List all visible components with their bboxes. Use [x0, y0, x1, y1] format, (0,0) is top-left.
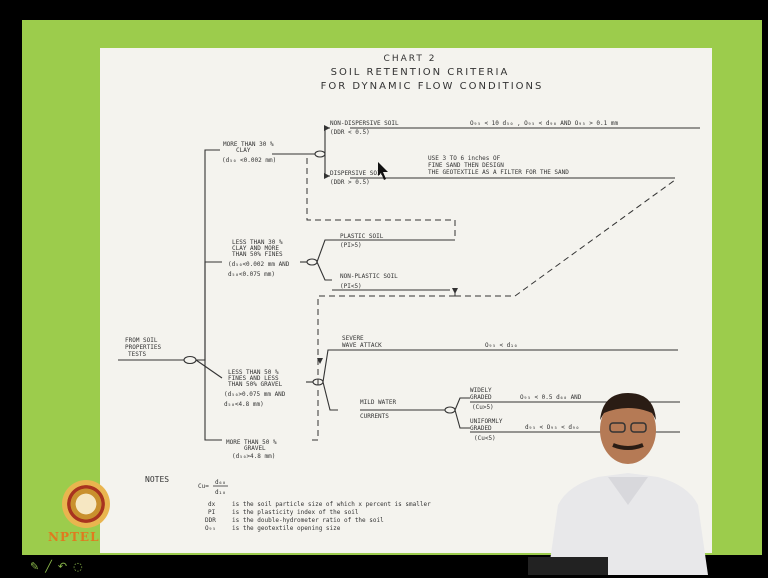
nondisp-label-2: (DDR < 0.5) [330, 129, 370, 136]
wave-label-1: SEVERE [342, 335, 364, 342]
note-1-text: is the soil particle size of which x per… [232, 501, 431, 508]
plastic-label-1: PLASTIC SOIL [340, 233, 384, 240]
uniform-criterion: d₉₅ < O₉₅ < d₉₀ [525, 424, 579, 431]
less50-label-1: LESS THAN 50 % [228, 369, 279, 376]
less30-label-1: LESS THAN 30 % [232, 239, 283, 246]
nptel-logo [62, 480, 110, 528]
nondisp-criterion: O₉₅ < 10 d₅₀ , O₉₅ < d₉₀ AND O₉₅ > 0.1 m… [470, 120, 618, 127]
chart-title-line2: SOIL RETENTION CRITERIA [331, 67, 510, 78]
less30-label-5: d₅₀<0.075 mm) [228, 271, 275, 278]
root-label-1: FROM SOIL [125, 337, 158, 344]
gravel-label-3: (d₅₀>4.8 mm) [232, 453, 275, 460]
uniform-label-1: UNIFORMLY [470, 418, 503, 425]
less30-label-2: CLAY AND MORE [232, 245, 279, 252]
mild-label-1: MILD WATER [360, 399, 397, 406]
widely-label-1: WIDELY [470, 387, 492, 394]
note-2-text: is the plasticity index of the soil [232, 509, 359, 516]
nptel-logo-text: NPTEL [48, 530, 100, 544]
disp-criterion-2: FINE SAND THEN DESIGN [428, 162, 504, 169]
gravel-label-1: MORE THAN 50 % [226, 439, 277, 446]
note-2-symbol: PI [208, 509, 216, 516]
less30-label-4: (d₅₀<0.002 mm AND [228, 261, 290, 268]
undo-icon[interactable]: ↶ [57, 560, 68, 573]
nonplastic-label-1: NON-PLASTIC SOIL [340, 273, 398, 280]
note-1-symbol: dx [208, 501, 216, 508]
clay-label-1: MORE THAN 30 % [223, 141, 274, 148]
disp-criterion-3: THE GEOTEXTILE AS A FILTER FOR THE SAND [428, 169, 569, 176]
less30-label-3: THAN 50% FINES [232, 251, 283, 258]
slash-icon[interactable]: ╱ [45, 560, 52, 573]
chart-title-line1: CHART 2 [384, 54, 437, 64]
note-3-symbol: DDR [205, 517, 216, 524]
disp-label-1: DISPERSIVE SOIL [330, 170, 385, 177]
widely-label-3: (Cu>5) [472, 404, 494, 411]
less50-label-2: FINES AND LESS [228, 375, 279, 382]
wave-criterion: O₉₅ < d₁₀ [485, 342, 518, 349]
notes-frac-bot: d₁₀ [215, 489, 226, 496]
annotation-toolbar: ✎ ╱ ↶ ◌ [30, 560, 83, 573]
root-label-2: PROPERTIES [125, 344, 162, 351]
pen-icon[interactable]: ✎ [30, 560, 40, 573]
plastic-label-2: (PI>5) [340, 242, 362, 249]
notes-cu: Cu= [198, 483, 209, 490]
note-4-symbol: O₉₅ [205, 525, 216, 532]
gravel-label-2: GRAVEL [244, 445, 266, 452]
widely-criterion: O₉₅ < 0.5 d₆₀ AND [520, 394, 582, 401]
notes-frac-top: d₆₀ [215, 479, 226, 486]
note-3-text: is the double-hydrometer ratio of the so… [232, 517, 384, 524]
mild-label-2: CURRENTS [360, 413, 389, 420]
less50-label-5: d₅₀<4.8 mm) [224, 401, 264, 408]
uniform-label-3: (Cu<5) [474, 435, 496, 442]
disp-label-2: (DDR > 0.5) [330, 179, 370, 186]
clay-label-3: (d₅₀ <0.002 mm) [222, 157, 276, 164]
widely-label-2: GRADED [470, 394, 492, 401]
chart-paper [100, 48, 712, 553]
root-label-3: TESTS [128, 351, 146, 358]
disp-criterion-1: USE 3 TO 6 inches OF [428, 155, 501, 162]
nondisp-label-1: NON-DISPERSIVE SOIL [330, 120, 399, 127]
uniform-label-2: GRADED [470, 425, 492, 432]
less50-label-3: THAN 50% GRAVEL [228, 381, 283, 388]
notes-heading: NOTES [145, 475, 169, 484]
circle-icon[interactable]: ◌ [73, 560, 83, 573]
note-4-text: is the geotextile opening size [232, 525, 341, 532]
mouse-cursor-icon [378, 162, 388, 180]
less50-label-4: (d₅₀>0.075 mm AND [224, 391, 286, 398]
clay-label-2: CLAY [236, 147, 251, 154]
chart-title-line3: FOR DYNAMIC FLOW CONDITIONS [321, 81, 544, 92]
nonplastic-label-2: (PI<5) [340, 283, 362, 290]
presenter-video [528, 393, 708, 575]
wave-label-2: WAVE ATTACK [342, 342, 382, 349]
